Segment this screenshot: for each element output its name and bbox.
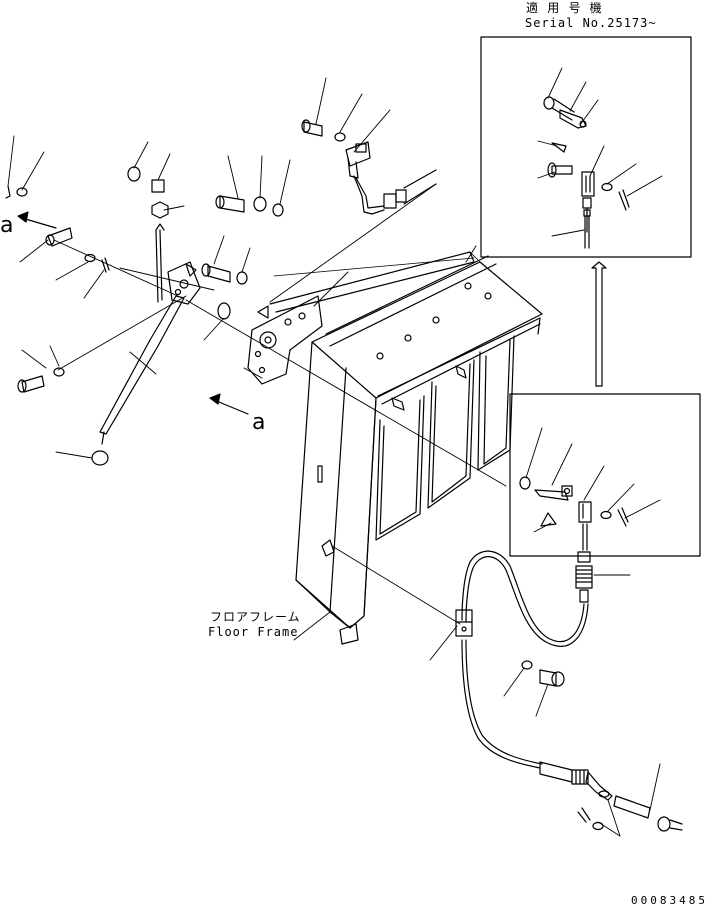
inset-washer <box>602 184 612 191</box>
floor-frame-jp-label: フロアフレーム <box>210 610 301 624</box>
inset-rod <box>583 198 591 248</box>
lower-pin <box>541 513 556 526</box>
lower-detail-box <box>510 394 700 556</box>
lower-lever <box>535 486 572 500</box>
leader-lines <box>8 78 476 458</box>
clamp-bolt <box>540 670 564 686</box>
fasteners <box>6 120 345 392</box>
lower-washer <box>601 512 611 519</box>
inset-applicable-label: 適 用 号 機 <box>526 1 603 15</box>
inset-pin <box>552 143 566 152</box>
view-arrow-top <box>18 212 56 228</box>
lower-leaders <box>526 428 660 532</box>
inset-leaders <box>538 68 662 236</box>
inset-clevis-pin <box>548 163 572 177</box>
lower-bushing <box>520 477 530 489</box>
lever-knob <box>92 451 108 465</box>
control-cable <box>430 551 682 836</box>
floor-frame-en-label: Floor Frame <box>208 625 299 639</box>
inset-cotter-pin <box>619 190 629 210</box>
control-lever <box>92 224 200 465</box>
clamp-washer <box>522 661 532 669</box>
inset-serial-label: Serial No.25173~ <box>525 16 657 30</box>
document-number: 00083485 <box>631 894 708 907</box>
inset-lever <box>560 110 586 128</box>
cable-leaders <box>430 626 660 836</box>
transition-arrow <box>592 262 606 386</box>
view-mark-bottom: a <box>252 410 267 435</box>
lower-cotter <box>618 508 628 526</box>
limit-switch <box>346 142 436 214</box>
floor-frame <box>270 252 542 644</box>
view-mark-top: a <box>0 213 15 238</box>
inset-yoke <box>582 172 594 196</box>
view-arrow-bottom <box>210 394 248 414</box>
cable-clamp <box>456 610 472 636</box>
cable-end-fitting <box>540 762 682 831</box>
lower-yoke <box>579 502 591 522</box>
assembly-lines <box>54 184 506 640</box>
serial-inset-box <box>481 37 691 257</box>
inset-bolt <box>544 97 574 120</box>
